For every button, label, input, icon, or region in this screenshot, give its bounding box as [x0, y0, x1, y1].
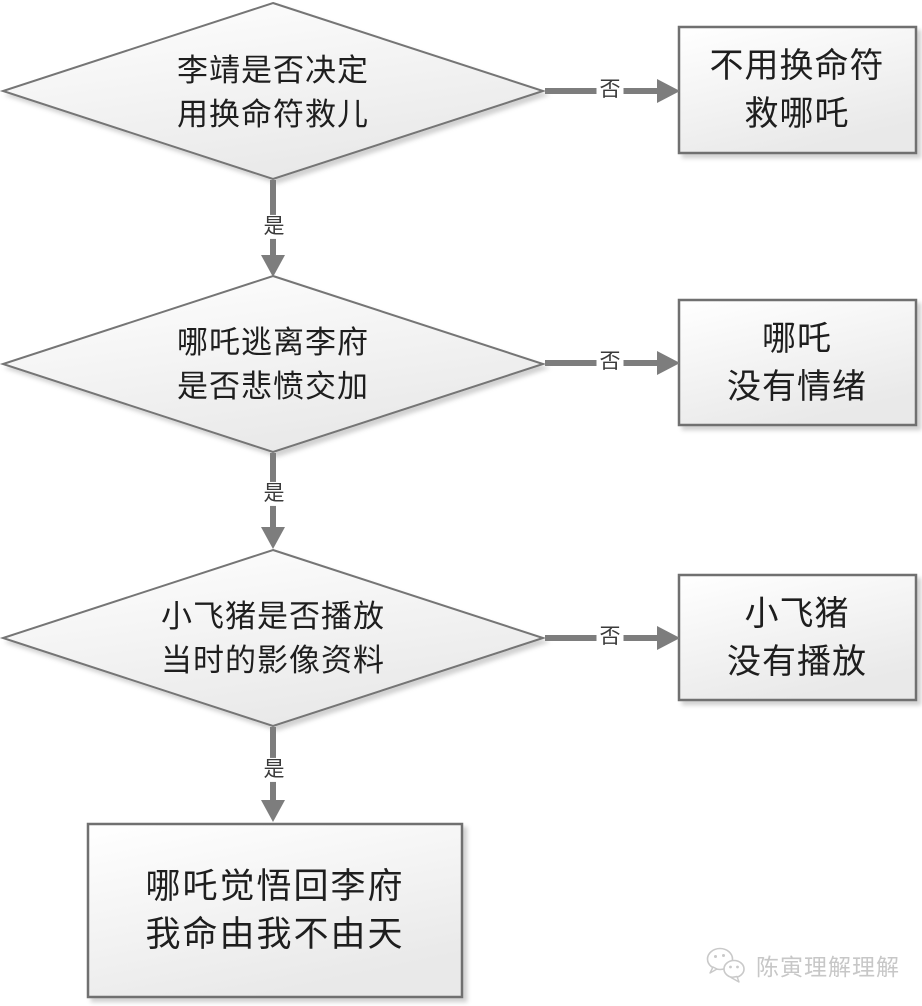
result-2-text: 哪吒 没有情绪 — [727, 315, 867, 411]
result-2-line1: 哪吒 — [762, 320, 832, 358]
result-1-text: 不用换命符 救哪吒 — [710, 42, 885, 138]
final-text: 哪吒觉悟回李府 我命由我不由天 — [145, 863, 404, 959]
decision-3-line2: 当时的影像资料 — [161, 643, 385, 678]
arrow-yes-1-head — [261, 255, 285, 277]
decision-1-line1: 李靖是否决定 — [177, 53, 369, 88]
decision-diamond-1 — [0, 1, 547, 181]
edge-label-yes-1: 是 — [260, 214, 288, 240]
decision-1-line2: 用换命符救儿 — [177, 97, 369, 132]
edge-label-yes-2: 是 — [260, 481, 288, 507]
decision-2-line1: 哪吒逃离李府 — [177, 325, 369, 360]
decision-2-line2: 是否悲愤交加 — [177, 369, 369, 404]
arrow-yes-3-head — [261, 800, 285, 822]
watermark-text: 陈寅理解理解 — [756, 954, 900, 980]
arrow-no-2-head — [657, 351, 680, 375]
edge-label-no-3: 否 — [596, 624, 624, 650]
decision-2-text: 哪吒逃离李府 是否悲愤交加 — [177, 321, 369, 409]
result-3-text: 小飞猪 没有播放 — [727, 590, 867, 686]
edge-label-no-1: 否 — [596, 77, 624, 103]
result-1-line1: 不用换命符 — [709, 47, 885, 85]
final-line2: 我命由我不由天 — [145, 915, 405, 954]
result-3-line1: 小飞猪 — [744, 595, 850, 633]
decision-1-text: 李靖是否决定 用换命符救儿 — [177, 49, 369, 137]
result-2-line2: 没有情绪 — [727, 368, 867, 406]
result-3-line2: 没有播放 — [727, 643, 867, 681]
edge-label-no-2: 否 — [596, 349, 624, 375]
decision-diamond-3 — [0, 548, 547, 728]
arrow-no-3-head — [657, 626, 680, 650]
final-box — [86, 822, 464, 999]
arrow-no-1-head — [657, 79, 680, 103]
edge-label-yes-3: 是 — [260, 757, 288, 783]
watermark: 陈寅理解理解 — [706, 944, 900, 986]
result-1-line2: 救哪吒 — [744, 95, 850, 133]
decision-3-line1: 小飞猪是否播放 — [161, 599, 385, 634]
decision-3-text: 小飞猪是否播放 当时的影像资料 — [161, 595, 385, 683]
wechat-icon — [706, 947, 745, 983]
final-line1: 哪吒觉悟回李府 — [145, 867, 405, 906]
result-box-2 — [677, 298, 918, 427]
arrow-yes-2-head — [261, 527, 285, 549]
decision-diamond-2 — [0, 274, 547, 454]
result-box-3 — [677, 573, 918, 702]
result-box-1 — [677, 25, 918, 155]
